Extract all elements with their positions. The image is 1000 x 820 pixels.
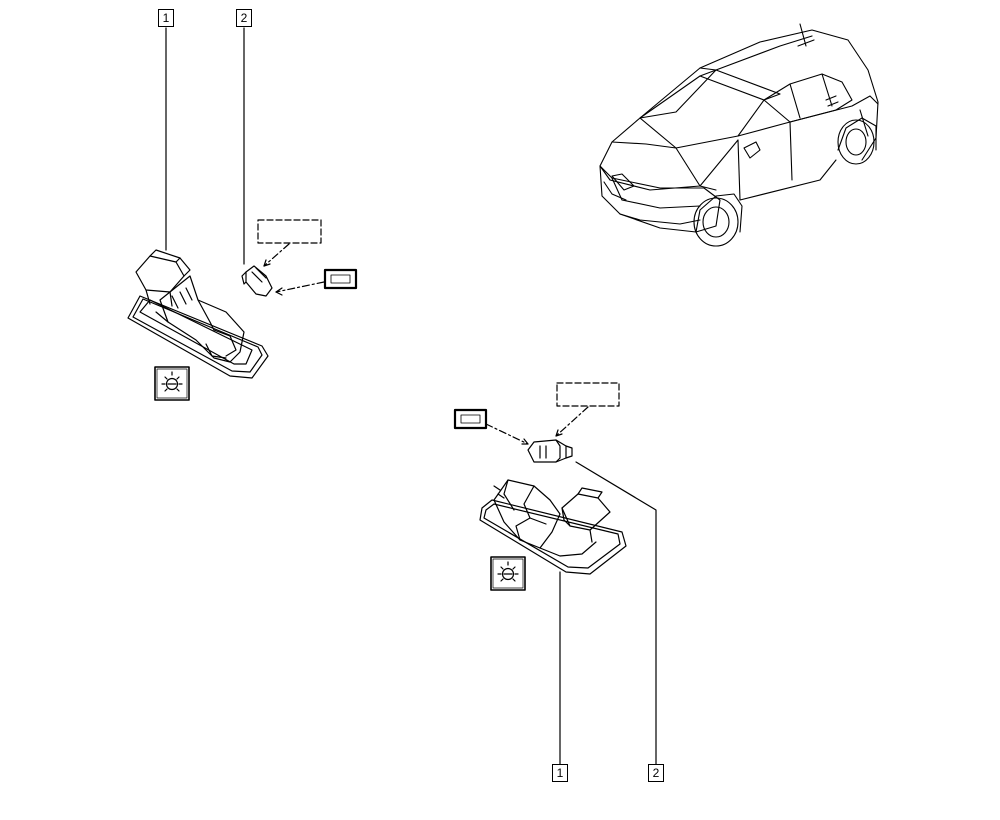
callout-part-2-right: 2 [648, 764, 664, 782]
light-bulb-icon [154, 366, 190, 401]
license-plate-lamp-right [479, 479, 627, 575]
callout-part-1-right: 1 [552, 764, 568, 782]
reference-box-dashed-left [257, 219, 322, 244]
leader-arrow-right-left [485, 423, 529, 445]
leader-arrow-left-top [263, 243, 290, 267]
leader-arrow-right-top [555, 406, 589, 437]
reference-box-solid-right [453, 408, 488, 430]
reference-box-dashed-right [556, 382, 620, 407]
callout-part-1-left: 1 [158, 9, 174, 27]
bulb-right [527, 439, 573, 463]
car-front-view-icon [599, 23, 879, 247]
leader-line-right-2 [575, 461, 657, 765]
callout-part-2-left: 2 [236, 9, 252, 27]
light-bulb-icon [490, 556, 526, 591]
reference-box-solid-left [323, 268, 358, 290]
leader-arrow-left-right [275, 281, 325, 293]
license-plate-lamp-left [127, 249, 269, 379]
bulb-left [241, 265, 273, 297]
